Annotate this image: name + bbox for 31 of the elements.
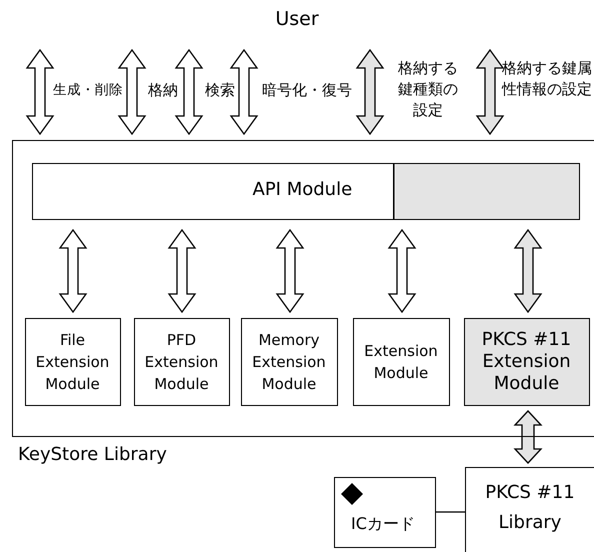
double-arrow xyxy=(26,48,54,136)
double-arrow xyxy=(514,410,542,464)
module-box: Memory Extension Module xyxy=(240,318,338,406)
double-arrow xyxy=(58,228,88,314)
library-heading: KeyStore Library xyxy=(18,444,167,465)
edge-label: 格納 xyxy=(148,81,178,100)
module-box: PFD Extension Module xyxy=(134,318,230,406)
module-box: Extension Module xyxy=(352,318,450,406)
double-arrow xyxy=(276,228,304,314)
card-box xyxy=(334,477,436,548)
edge-label: 暗号化・復号 xyxy=(262,81,352,100)
double-arrow xyxy=(388,228,416,314)
double-arrow xyxy=(168,228,196,314)
double-arrow xyxy=(118,48,146,136)
user-label: User xyxy=(274,8,320,30)
card-label: ICカード xyxy=(351,514,415,535)
module-title: API Module xyxy=(252,178,352,200)
library-box: PKCS #11 Library xyxy=(465,467,594,552)
module-box: PKCS #11 Extension Module xyxy=(464,318,590,406)
module-box: File Extension Module xyxy=(24,318,120,406)
connector-line xyxy=(436,511,465,513)
module-bar xyxy=(32,162,580,220)
double-arrow xyxy=(476,48,504,136)
edge-label: 格納する鍵種類の設定 xyxy=(397,58,459,121)
double-arrow xyxy=(230,48,258,136)
double-arrow xyxy=(356,48,384,136)
edge-label: 検索 xyxy=(205,81,235,100)
edge-label: 生成・削除 xyxy=(53,81,123,99)
double-arrow xyxy=(174,48,204,136)
edge-label: 格納する鍵属性情報の設定 xyxy=(500,58,593,100)
double-arrow xyxy=(514,228,542,314)
